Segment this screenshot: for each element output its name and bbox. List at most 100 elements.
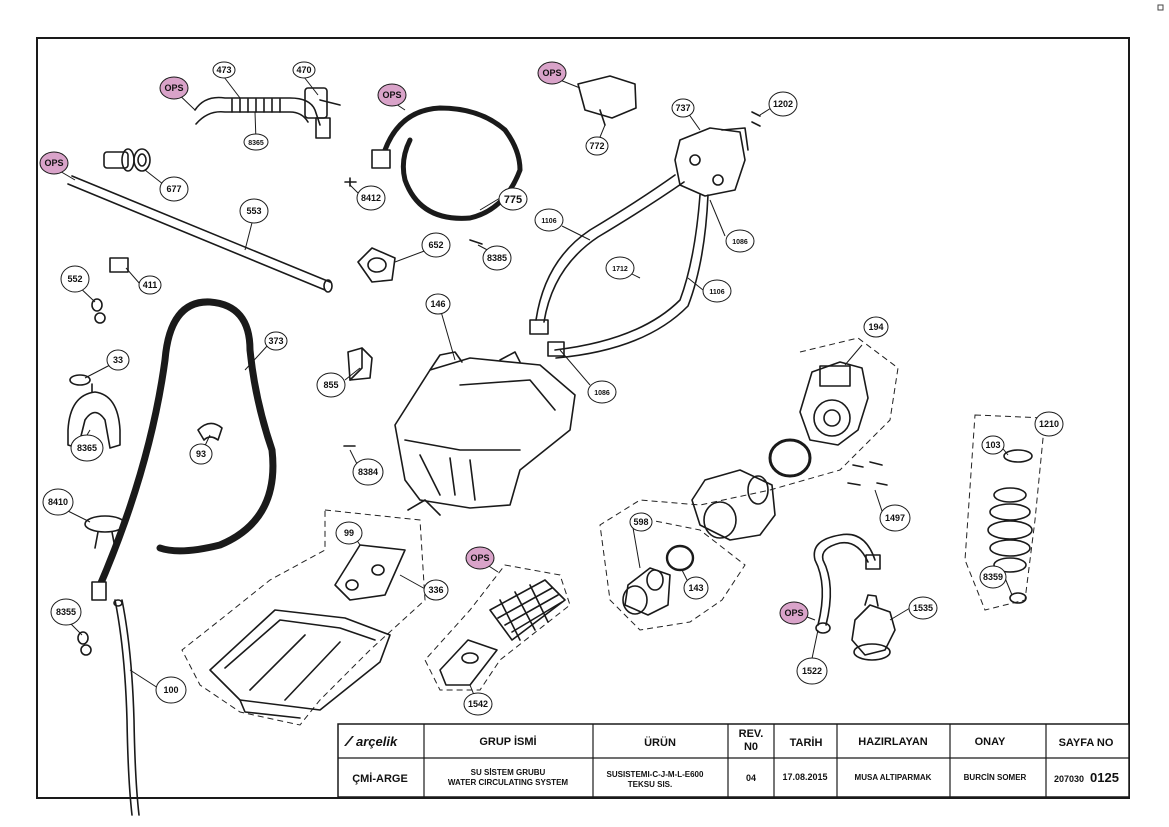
callout-737: 737: [671, 98, 695, 118]
svg-text:1106: 1106: [709, 289, 724, 296]
group-name-tr: SU SİSTEM GRUBU: [471, 768, 546, 777]
callout-470: 470: [292, 61, 316, 79]
callout-1535: 1535: [908, 596, 938, 620]
svg-text:OPS: OPS: [784, 608, 803, 618]
part-552: [91, 298, 106, 324]
ops-tag-6: OPS: [779, 601, 809, 625]
svg-text:772: 772: [589, 141, 604, 151]
part-855: [347, 347, 373, 381]
part-772: [577, 75, 637, 126]
callout-553: 553: [239, 198, 269, 224]
part-373-drain-hose: [94, 298, 277, 594]
svg-text:OPS: OPS: [382, 90, 401, 100]
part-553: [67, 175, 333, 293]
svg-text:OPS: OPS: [44, 158, 63, 168]
svg-text:OPS: OPS: [542, 68, 561, 78]
svg-text:8384: 8384: [358, 467, 378, 477]
svg-text:1497: 1497: [885, 513, 905, 523]
callout-143: 143: [683, 576, 709, 600]
callout-652: 652: [421, 232, 451, 258]
svg-text:1106: 1106: [541, 218, 556, 225]
svg-text:470: 470: [296, 65, 311, 75]
callout-99: 99: [335, 521, 363, 545]
ops-tag-5: OPS: [465, 546, 495, 570]
callout-8412: 8412: [356, 185, 386, 211]
svg-text:146: 146: [430, 299, 445, 309]
part-99: [334, 544, 406, 601]
part-1210: [987, 449, 1033, 604]
callout-8385: 8385: [482, 245, 512, 271]
svg-text:373: 373: [268, 336, 283, 346]
rev-value: 04: [746, 773, 756, 783]
svg-text:8412: 8412: [361, 193, 381, 203]
callout-855: 855: [316, 372, 346, 398]
svg-text:598: 598: [633, 517, 648, 527]
part-652: [357, 247, 396, 283]
svg-text:855: 855: [323, 380, 338, 390]
svg-text:1542: 1542: [468, 699, 488, 709]
callout-8365: 8365: [70, 434, 104, 462]
part-1712-hoses: [529, 174, 709, 359]
svg-text:8355: 8355: [56, 607, 76, 617]
svg-text:1202: 1202: [773, 99, 793, 109]
svg-text:411: 411: [143, 280, 158, 290]
svg-text:33: 33: [113, 355, 123, 365]
page-prefix: 207030: [1054, 774, 1084, 784]
ops-tags: OPS OPS OPS OPS OPS OPS: [39, 61, 809, 625]
callout-598: 598: [629, 512, 653, 532]
svg-text:1522: 1522: [802, 666, 822, 676]
screw-8385: [469, 239, 483, 245]
svg-text:775: 775: [504, 194, 522, 206]
svg-text:8385: 8385: [487, 253, 507, 263]
header-page: SAYFA NO: [1059, 737, 1114, 749]
svg-text:1535: 1535: [913, 603, 933, 613]
part-143-ring: [665, 544, 695, 572]
drawing-frame: [36, 37, 1130, 799]
svg-text:652: 652: [428, 240, 443, 250]
callout-1210: 1210: [1034, 411, 1064, 437]
svg-text:194: 194: [868, 322, 883, 332]
callout-1086-a: 1086: [725, 229, 755, 253]
leader-lines: [57, 76, 1041, 701]
svg-text:103: 103: [985, 440, 1000, 450]
svg-text:677: 677: [166, 184, 181, 194]
callout-146: 146: [425, 293, 451, 315]
callout-775: 775: [498, 187, 528, 211]
part-598-filter: [622, 567, 671, 616]
callout-bubbles: 473 470 8365 677 553 411 552 33 8365 93 …: [42, 61, 1064, 716]
callout-194: 194: [863, 316, 889, 338]
header-group: GRUP İSMİ: [479, 735, 536, 748]
group-name-en: WATER CIRCULATING SYSTEM: [448, 778, 568, 787]
part-146-dispenser: [394, 351, 576, 516]
callout-473: 473: [212, 61, 236, 79]
svg-text:1210: 1210: [1039, 419, 1059, 429]
svg-text:143: 143: [688, 583, 703, 593]
svg-text:8365: 8365: [248, 140, 264, 147]
part-775-valve: [371, 149, 391, 169]
callout-677: 677: [159, 176, 189, 202]
header-prepared: HAZIRLAYAN: [858, 736, 928, 748]
svg-text:552: 552: [67, 274, 82, 284]
part-93: [197, 422, 223, 441]
header-rev-no: N0: [744, 741, 758, 753]
part-194-pump: [799, 361, 869, 446]
part-336-tray: [209, 609, 391, 719]
dept-label: ÇMİ-ARGE: [352, 772, 408, 785]
product-name-2: TEKSU SIS.: [628, 780, 672, 789]
header-rev: REV.: [739, 728, 764, 740]
svg-text:OPS: OPS: [470, 553, 489, 563]
callout-8384: 8384: [352, 458, 384, 486]
callout-103: 103: [981, 435, 1005, 455]
svg-text:93: 93: [196, 449, 206, 459]
svg-text:1712: 1712: [612, 266, 628, 273]
svg-text:553: 553: [246, 206, 261, 216]
callout-1497: 1497: [879, 504, 911, 532]
header-product: ÜRÜN: [644, 736, 676, 749]
ops-tag-2: OPS: [39, 151, 69, 175]
part-1522-hose: [813, 533, 881, 634]
part-100: [113, 599, 140, 816]
corner-mark: [1157, 4, 1164, 11]
part-ring: [768, 438, 812, 478]
callout-373: 373: [264, 331, 288, 351]
